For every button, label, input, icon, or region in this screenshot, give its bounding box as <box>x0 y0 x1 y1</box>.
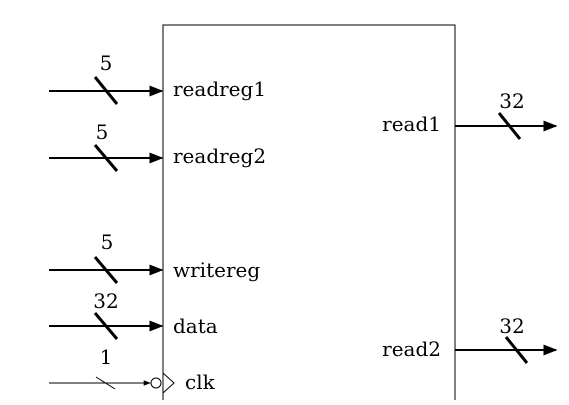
bus-width-label: 32 <box>499 314 524 338</box>
port-label-read2: read2 <box>382 337 441 361</box>
bus-slash <box>93 256 119 284</box>
input-readreg1: 5 readreg1 <box>49 51 266 105</box>
bus-slash <box>93 144 119 172</box>
bus-slash <box>504 336 529 364</box>
clock-edge-triangle <box>162 372 175 394</box>
port-label-writereg: writereg <box>173 258 260 282</box>
input-readreg2: 5 readreg2 <box>49 120 266 172</box>
bus-slash <box>497 112 522 140</box>
bus-slash <box>95 376 116 390</box>
register-file-block <box>162 24 456 400</box>
bus-width-label: 5 <box>96 120 109 144</box>
bus-width-label: 5 <box>100 51 113 75</box>
input-writereg: 5 writereg <box>49 230 260 284</box>
bus-slash <box>93 76 119 105</box>
output-read2: 32 read2 <box>382 314 558 364</box>
bus-width-label: 32 <box>499 89 524 113</box>
bus-width-label: 32 <box>93 289 118 313</box>
port-label-readreg2: readreg2 <box>173 144 266 168</box>
port-label-clk: clk <box>185 370 216 394</box>
input-data: 32 data <box>49 289 218 340</box>
input-clk: 1 clk <box>49 345 216 394</box>
bus-width-label: 1 <box>100 345 113 369</box>
bus-slash <box>93 312 119 340</box>
bus-width-label: 5 <box>101 230 114 254</box>
port-label-readreg1: readreg1 <box>173 77 266 101</box>
port-label-read1: read1 <box>382 112 441 136</box>
clock-inversion-bubble <box>150 377 162 389</box>
output-read1: 32 read1 <box>382 89 558 140</box>
port-label-data: data <box>173 314 218 338</box>
